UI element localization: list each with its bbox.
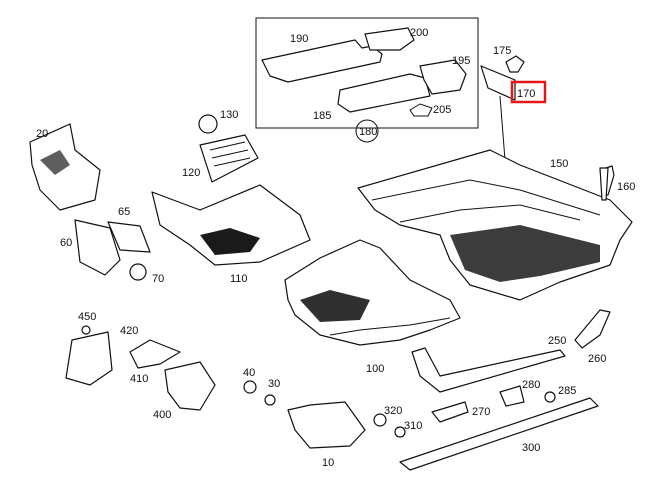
label-185[interactable]: 185 bbox=[313, 110, 331, 122]
nut-70 bbox=[129, 263, 147, 281]
label-110[interactable]: 110 bbox=[230, 273, 248, 285]
clip-270 bbox=[431, 401, 469, 423]
label-20[interactable]: 20 bbox=[36, 128, 48, 140]
carpet-strip bbox=[480, 55, 525, 191]
label-160[interactable]: 160 bbox=[617, 181, 635, 193]
clip-310 bbox=[394, 426, 406, 438]
label-410[interactable]: 410 bbox=[130, 373, 148, 385]
cover-65 bbox=[107, 221, 151, 253]
label-400[interactable]: 400 bbox=[153, 409, 171, 421]
label-30[interactable]: 30 bbox=[268, 378, 280, 390]
label-200[interactable]: 200 bbox=[410, 27, 428, 39]
label-120[interactable]: 120 bbox=[182, 167, 200, 179]
label-260[interactable]: 260 bbox=[588, 353, 606, 365]
trim-260 bbox=[574, 309, 611, 349]
label-170[interactable]: 170 bbox=[517, 88, 535, 100]
label-150[interactable]: 150 bbox=[550, 158, 568, 170]
plate-60 bbox=[74, 219, 121, 276]
clip-285 bbox=[544, 391, 556, 403]
label-280[interactable]: 280 bbox=[522, 379, 540, 391]
label-180[interactable]: 180 bbox=[359, 126, 377, 138]
label-450[interactable]: 450 bbox=[78, 311, 96, 323]
label-320[interactable]: 320 bbox=[384, 405, 402, 417]
floor-mat-set bbox=[255, 17, 479, 143]
label-285[interactable]: 285 bbox=[558, 385, 576, 397]
label-270[interactable]: 270 bbox=[472, 406, 490, 418]
label-310[interactable]: 310 bbox=[404, 420, 422, 432]
screw-160 bbox=[599, 167, 609, 201]
bracket-410 bbox=[129, 339, 181, 369]
vent-120 bbox=[199, 134, 259, 183]
bracket-20 bbox=[29, 123, 101, 211]
panel-110 bbox=[151, 184, 311, 266]
trim-10 bbox=[287, 401, 366, 449]
grommet-130 bbox=[198, 114, 218, 134]
trunk-floor-100 bbox=[284, 239, 461, 346]
label-60[interactable]: 60 bbox=[60, 237, 72, 249]
label-40[interactable]: 40 bbox=[243, 367, 255, 379]
sill-250 bbox=[411, 347, 566, 393]
bracket-400 bbox=[164, 361, 216, 411]
label-10[interactable]: 10 bbox=[322, 457, 334, 469]
clip-450 bbox=[81, 325, 91, 335]
plug-40 bbox=[243, 380, 257, 394]
label-205[interactable]: 205 bbox=[433, 104, 451, 116]
label-190[interactable]: 190 bbox=[290, 33, 308, 45]
label-175[interactable]: 175 bbox=[493, 45, 511, 57]
label-300[interactable]: 300 bbox=[522, 442, 540, 454]
rocker-300 bbox=[399, 397, 599, 471]
label-65[interactable]: 65 bbox=[118, 206, 130, 218]
grommet-320 bbox=[373, 413, 387, 427]
label-420[interactable]: 420 bbox=[120, 325, 138, 337]
label-195[interactable]: 195 bbox=[452, 55, 470, 67]
floor-pan-150 bbox=[357, 149, 633, 301]
bolt-30 bbox=[264, 394, 276, 406]
bracket-420 bbox=[65, 331, 113, 386]
clip-280 bbox=[499, 385, 525, 407]
label-130[interactable]: 130 bbox=[220, 109, 238, 121]
label-100[interactable]: 100 bbox=[366, 363, 384, 375]
label-250[interactable]: 250 bbox=[548, 335, 566, 347]
highlight-box-170 bbox=[510, 80, 547, 104]
label-70[interactable]: 70 bbox=[152, 273, 164, 285]
